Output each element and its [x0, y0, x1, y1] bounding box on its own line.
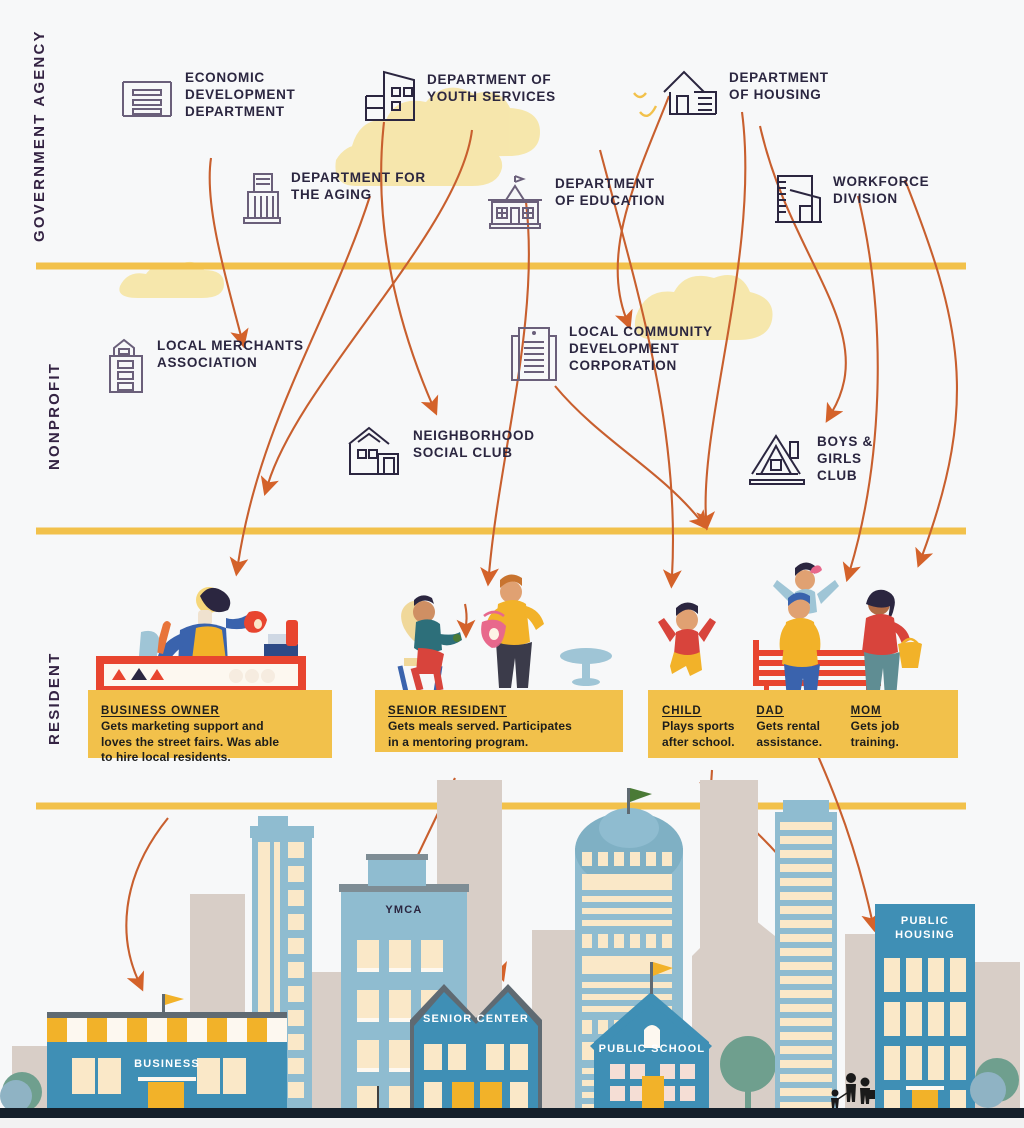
callout-family[interactable]: CHILD Plays sports after school. DAD Get…	[648, 690, 958, 758]
callout-business-owner[interactable]: BUSINESS OWNER Gets marketing support an…	[88, 690, 332, 764]
entity-label: LOCAL MERCHANTS ASSOCIATION	[157, 338, 304, 370]
entity-department-of-youth-services[interactable]: DEPARTMENT OF YOUTH SERVICES	[362, 68, 556, 129]
callout-body: Gets marketing support and loves the str…	[101, 719, 280, 764]
building-label-public-housing: PUBLIC HOUSING	[895, 915, 955, 941]
entity-label: BOYS & GIRLS CLUB	[817, 434, 873, 483]
callout-title: CHILD	[662, 705, 702, 717]
entity-local-community-development-corporation[interactable]: LOCAL COMMUNITY DEVELOPMENT CORPORATION	[508, 320, 713, 391]
modern-building-icon	[362, 68, 418, 129]
entity-economic-development-department[interactable]: ECONOMIC DEVELOPMENT DEPARTMENT	[118, 66, 295, 125]
entity-label: DEPARTMENT OF EDUCATION	[555, 176, 666, 208]
schoolhouse-icon	[484, 172, 546, 237]
entity-label: LOCAL COMMUNITY DEVELOPMENT CORPORATION	[569, 324, 713, 373]
tower-icon	[240, 166, 282, 233]
cabin-icon	[746, 430, 808, 493]
callout-senior-resident[interactable]: SENIOR RESIDENT Gets meals served. Parti…	[375, 690, 623, 752]
building-senior-center	[410, 984, 542, 1116]
callout-title: BUSINESS OWNER	[101, 705, 220, 717]
callout-title: SENIOR RESIDENT	[388, 705, 507, 717]
warehouse-icon	[118, 66, 176, 125]
callout-column-dad: DAD Gets rental assistance.	[756, 701, 850, 749]
pedestrians	[831, 1073, 875, 1108]
building-civic-tower	[575, 788, 683, 1116]
callout-column-mom: MOM Gets job training.	[850, 701, 945, 749]
entity-label: DEPARTMENT FOR THE AGING	[291, 170, 426, 202]
callout-body: Plays sports after school.	[662, 719, 735, 749]
callout-body: Gets meals served. Participates in a men…	[388, 719, 572, 749]
entity-label: ECONOMIC DEVELOPMENT DEPARTMENT	[185, 70, 296, 119]
entity-neighborhood-social-club[interactable]: NEIGHBORHOOD SOCIAL CLUB	[344, 424, 535, 485]
illustration-senior-resident	[397, 574, 612, 693]
callout-body: Gets job training.	[850, 719, 900, 749]
callout-body: Gets rental assistance.	[756, 719, 823, 749]
entity-label: NEIGHBORHOOD SOCIAL CLUB	[413, 428, 535, 460]
building-label-ymca: YMCA	[385, 904, 423, 916]
building-ymca	[339, 854, 469, 1116]
building-business	[0, 994, 287, 1116]
building-tower-left	[250, 816, 314, 1116]
house-icon	[660, 66, 720, 125]
callout-title: MOM	[850, 705, 882, 717]
entity-department-of-housing[interactable]: DEPARTMENT OF HOUSING	[660, 66, 829, 125]
office-block-icon	[772, 170, 824, 233]
entity-label: WORKFORCE DIVISION	[833, 174, 930, 206]
entity-boys-and-girls-club[interactable]: BOYS & GIRLS CLUB	[746, 430, 873, 493]
building-label-public-school: PUBLIC SCHOOL	[598, 1043, 706, 1055]
entity-label: DEPARTMENT OF HOUSING	[729, 70, 829, 102]
entity-label: DEPARTMENT OF YOUTH SERVICES	[427, 72, 556, 104]
document-building-icon	[508, 320, 560, 391]
entity-department-of-education[interactable]: DEPARTMENT OF EDUCATION	[484, 172, 665, 237]
entity-workforce-division[interactable]: WORKFORCE DIVISION	[772, 170, 929, 233]
storefront-tower-icon	[102, 334, 148, 403]
entity-local-merchants-association[interactable]: LOCAL MERCHANTS ASSOCIATION	[102, 334, 304, 403]
band-label-resident: RESIDENT	[46, 651, 63, 745]
band-label-nonprofit: NONPROFIT	[46, 361, 63, 470]
entity-department-for-the-aging[interactable]: DEPARTMENT FOR THE AGING	[240, 166, 426, 233]
building-tower-right	[775, 800, 837, 1116]
clubhouse-icon	[344, 424, 404, 485]
bird-icon	[633, 92, 658, 118]
illustration-business-owner	[96, 587, 306, 693]
callout-column-child: CHILD Plays sports after school.	[662, 701, 756, 749]
building-label-senior-center: SENIOR CENTER	[422, 1013, 530, 1025]
building-public-school	[590, 962, 776, 1116]
band-label-government: GOVERNMENT AGENCY	[31, 29, 48, 242]
ground-line	[0, 1108, 1024, 1118]
callout-title: DAD	[756, 705, 784, 717]
illustration-family	[658, 562, 922, 700]
building-label-business: BUSINESS	[134, 1058, 200, 1070]
